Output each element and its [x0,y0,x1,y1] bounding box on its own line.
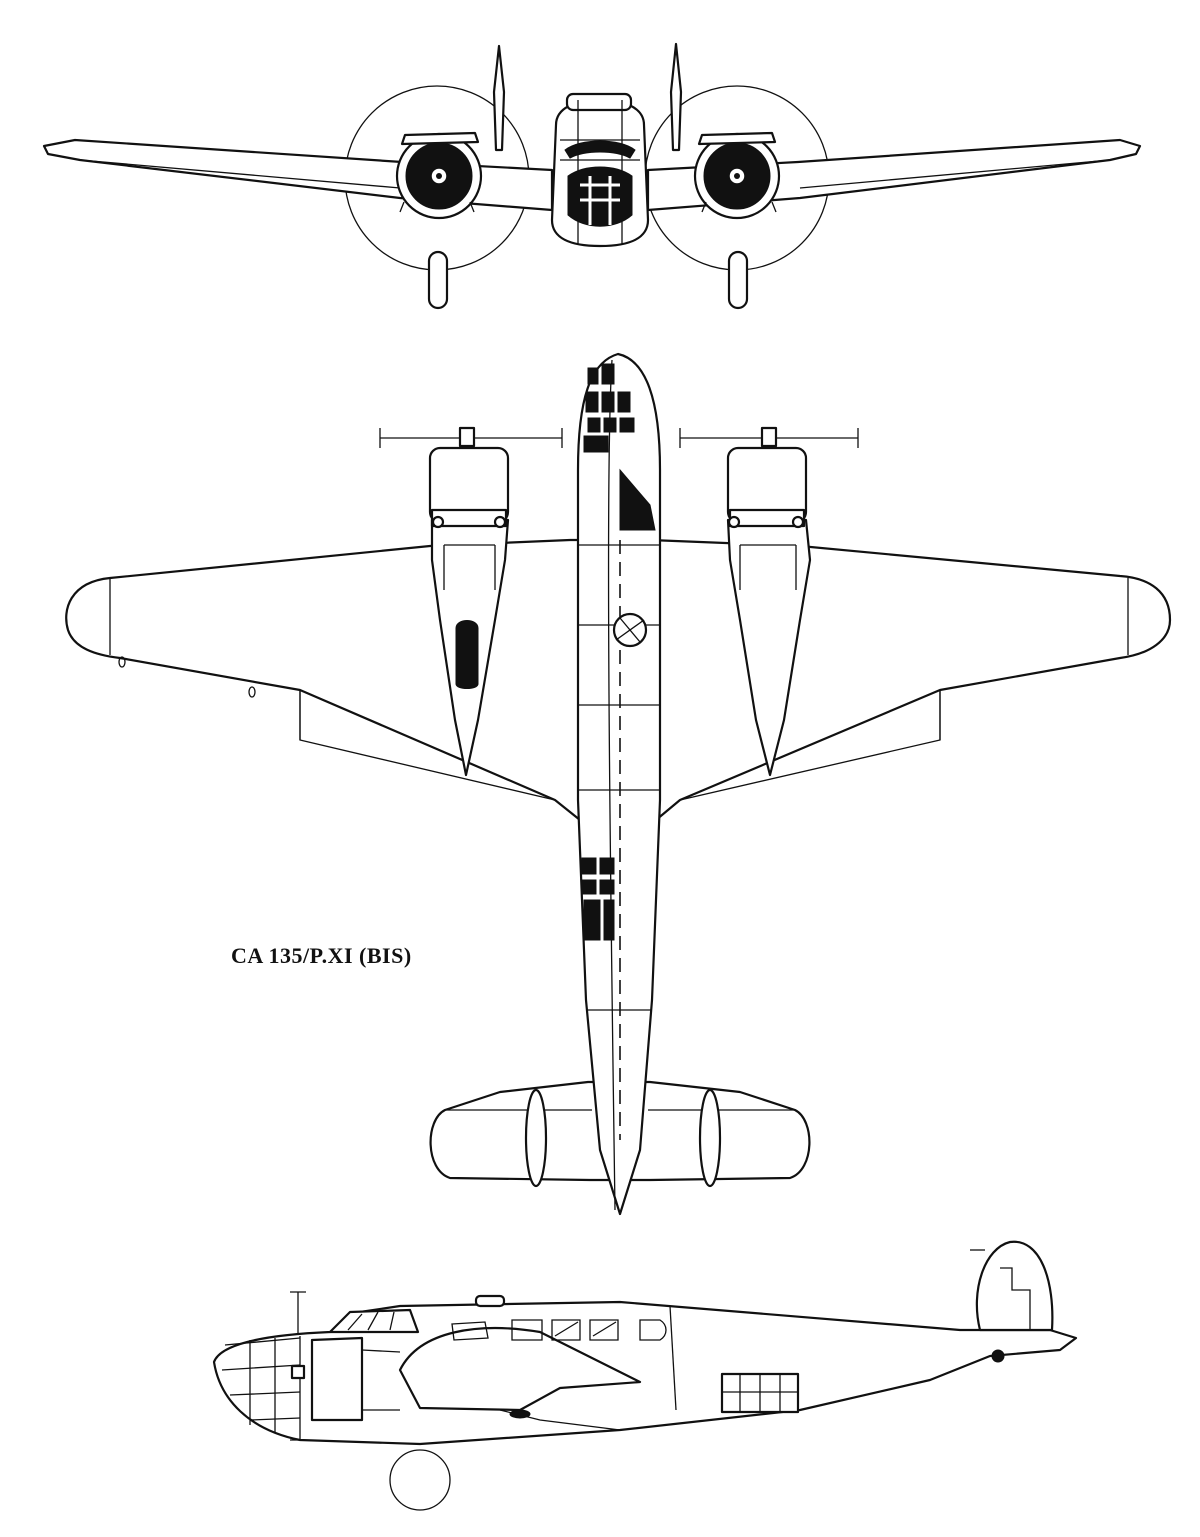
left-fin [526,1090,546,1186]
top-right-nacelle [728,520,810,775]
front-right-wheel [729,252,747,308]
side-nacelle [312,1338,362,1420]
front-view [44,44,1140,308]
left-propeller-blade [494,46,504,150]
right-fin [700,1090,720,1186]
side-fin [977,1242,1053,1330]
right-propeller-blade [671,44,681,150]
side-view [214,1242,1076,1510]
aircraft-designation-label: CA 135/P.XI (BIS) [231,943,412,968]
side-wheel [390,1450,450,1510]
top-view [66,354,1170,1214]
front-left-wheel [429,252,447,308]
